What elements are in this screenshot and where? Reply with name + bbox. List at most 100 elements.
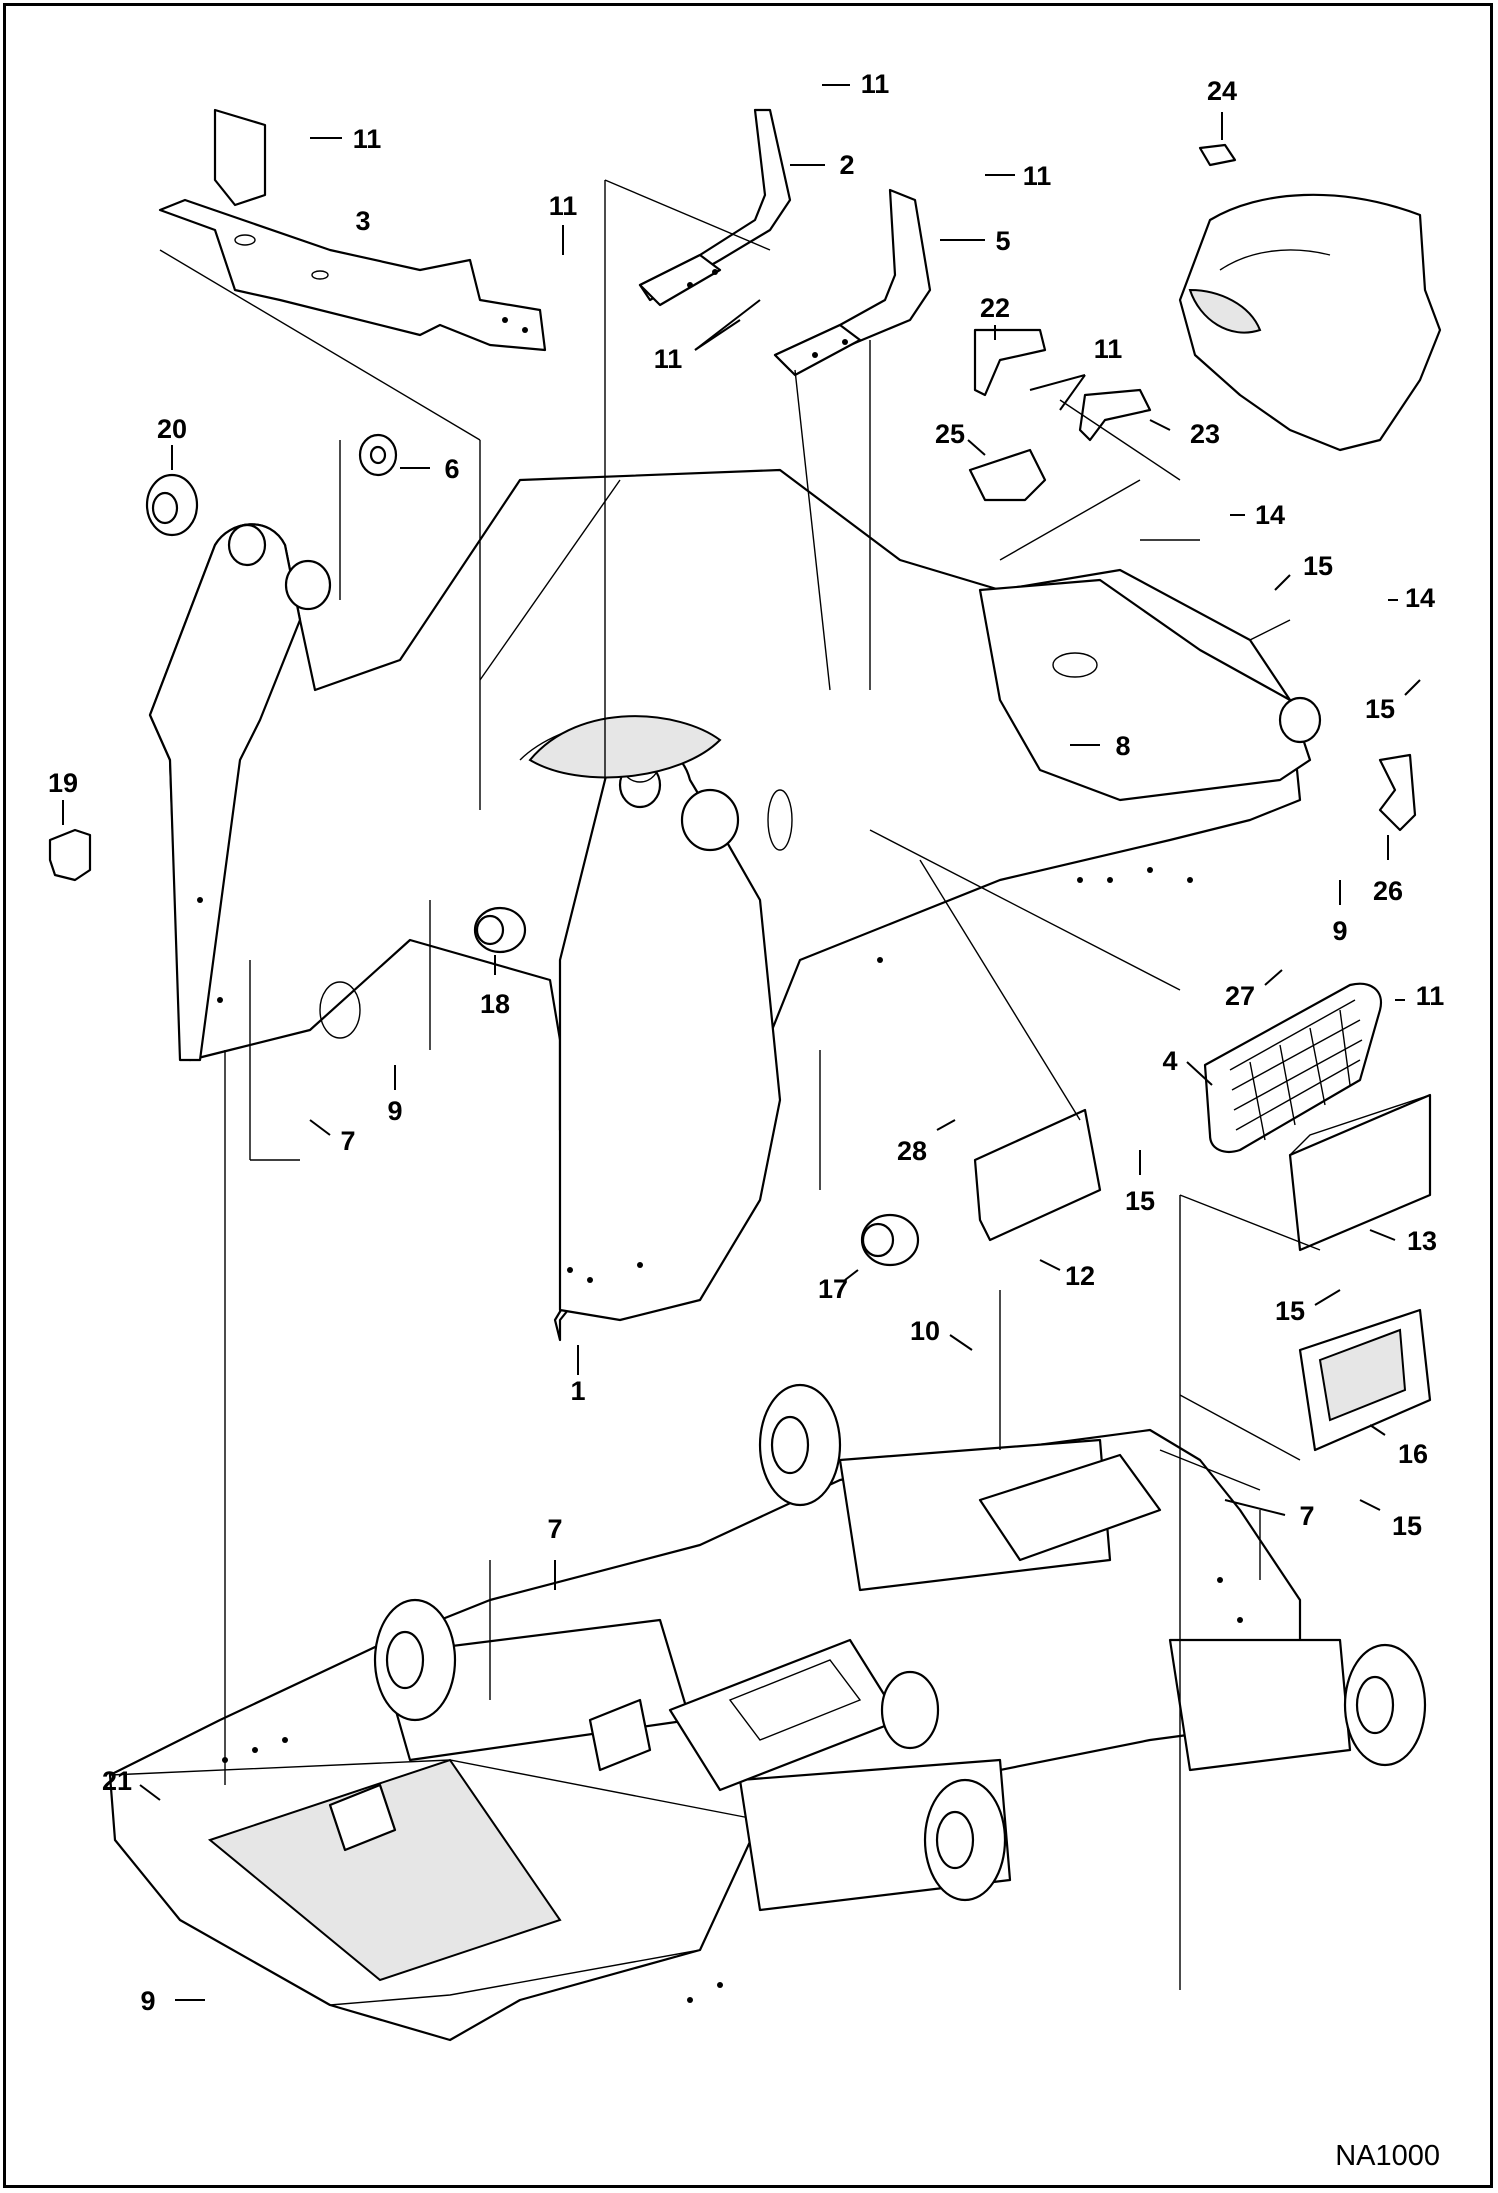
part-21-chassis xyxy=(108,1383,1427,2042)
callout-6: 6 xyxy=(400,454,460,484)
svg-text:20: 20 xyxy=(157,414,187,444)
svg-text:5: 5 xyxy=(995,226,1010,256)
svg-text:15: 15 xyxy=(1275,1296,1305,1326)
part-22-bracket xyxy=(973,328,1047,397)
svg-text:19: 19 xyxy=(48,768,78,798)
callout-14b: 14 xyxy=(1388,583,1435,613)
part-12-cover xyxy=(973,1108,1102,1242)
part-19-latch xyxy=(48,828,92,882)
part-20-bushing xyxy=(145,473,199,537)
callout-15a: 15 xyxy=(1274,551,1333,591)
svg-text:10: 10 xyxy=(910,1316,940,1346)
callout-15e: 15 xyxy=(1359,1499,1422,1541)
part-6-washer xyxy=(358,433,398,477)
callout-11e: 11 xyxy=(654,299,761,374)
drawing-code: NA1000 xyxy=(1335,2140,1440,2172)
callout-9c: 9 xyxy=(140,1986,205,2016)
callout-10: 10 xyxy=(910,1316,973,1351)
callout-16: 16 xyxy=(1369,1424,1428,1469)
callout-26: 26 xyxy=(1373,835,1403,906)
callout-11g: 11 xyxy=(1395,981,1444,1011)
svg-text:14: 14 xyxy=(1405,583,1435,613)
callout-27: 27 xyxy=(1225,969,1283,1011)
callout-15b: 15 xyxy=(1365,679,1421,724)
svg-text:17: 17 xyxy=(818,1274,848,1304)
svg-text:11: 11 xyxy=(1023,161,1052,191)
svg-text:23: 23 xyxy=(1190,419,1220,449)
svg-text:11: 11 xyxy=(353,124,382,154)
callout-7c: 7 xyxy=(1224,1499,1315,1531)
callout-4: 4 xyxy=(1162,1046,1213,1086)
svg-text:26: 26 xyxy=(1373,876,1403,906)
svg-text:11: 11 xyxy=(654,344,683,374)
callout-25: 25 xyxy=(935,419,986,456)
svg-text:8: 8 xyxy=(1115,731,1130,761)
callout-15d: 15 xyxy=(1275,1289,1341,1326)
callout-1: 1 xyxy=(570,1345,586,1406)
callout-28: 28 xyxy=(897,1119,956,1166)
svg-text:27: 27 xyxy=(1225,981,1255,1011)
callout-12: 12 xyxy=(1039,1259,1095,1291)
part-2-bracket xyxy=(638,108,792,307)
svg-text:9: 9 xyxy=(140,1986,155,2016)
svg-text:11: 11 xyxy=(549,191,578,221)
callout-19: 19 xyxy=(48,768,78,825)
part-23-bracket xyxy=(1078,388,1152,442)
svg-text:15: 15 xyxy=(1392,1511,1422,1541)
svg-text:7: 7 xyxy=(340,1126,355,1156)
svg-text:14: 14 xyxy=(1255,500,1285,530)
callout-9a: 9 xyxy=(387,1065,403,1126)
svg-text:3: 3 xyxy=(355,206,370,236)
svg-text:4: 4 xyxy=(1162,1046,1177,1076)
callout-11c: 11 xyxy=(549,191,578,255)
svg-text:2: 2 xyxy=(839,150,854,180)
svg-text:6: 6 xyxy=(444,454,459,484)
callout-11b: 11 xyxy=(310,124,381,154)
svg-text:1: 1 xyxy=(570,1376,585,1406)
callout-17: 17 xyxy=(818,1269,859,1304)
callout-21: 21 xyxy=(102,1766,161,1801)
svg-text:7: 7 xyxy=(1299,1501,1314,1531)
part-3-bracket xyxy=(158,108,547,352)
cab-support-casting xyxy=(1178,193,1442,452)
callout-11a: 11 xyxy=(822,69,889,99)
callout-7b: 7 xyxy=(547,1514,563,1590)
svg-text:12: 12 xyxy=(1065,1261,1095,1291)
callout-3: 3 xyxy=(355,206,370,236)
callout-8: 8 xyxy=(1070,731,1131,761)
svg-text:11: 11 xyxy=(1094,334,1123,364)
svg-text:18: 18 xyxy=(480,989,510,1019)
callout-7a: 7 xyxy=(309,1119,356,1156)
part-26-bracket xyxy=(1378,753,1417,832)
part-16-cover xyxy=(1298,1308,1432,1452)
alignment-lines xyxy=(159,179,1321,1990)
callout-13: 13 xyxy=(1369,1226,1437,1256)
callout-18: 18 xyxy=(480,955,510,1019)
part-5-bracket xyxy=(773,188,932,377)
callout-14a: 14 xyxy=(1230,500,1285,530)
svg-text:15: 15 xyxy=(1303,551,1333,581)
svg-text:11: 11 xyxy=(861,69,890,99)
callout-11f: 11 xyxy=(1029,334,1123,411)
svg-text:16: 16 xyxy=(1398,1439,1428,1469)
svg-text:9: 9 xyxy=(1332,916,1347,946)
callout-23: 23 xyxy=(1149,419,1220,449)
part-24-clip xyxy=(1198,143,1237,167)
callout-24: 24 xyxy=(1207,76,1237,140)
svg-text:9: 9 xyxy=(387,1096,402,1126)
svg-text:15: 15 xyxy=(1365,694,1395,724)
callout-20: 20 xyxy=(157,414,187,470)
svg-text:28: 28 xyxy=(897,1136,927,1166)
callout-9b: 9 xyxy=(1332,880,1348,946)
svg-text:21: 21 xyxy=(102,1766,132,1796)
part-18-mount xyxy=(473,906,527,954)
svg-text:25: 25 xyxy=(935,419,965,449)
svg-text:22: 22 xyxy=(980,293,1010,323)
svg-text:24: 24 xyxy=(1207,76,1237,106)
svg-text:15: 15 xyxy=(1125,1186,1155,1216)
callout-22: 22 xyxy=(980,293,1010,340)
callout-5: 5 xyxy=(940,226,1011,256)
svg-text:7: 7 xyxy=(547,1514,562,1544)
svg-text:13: 13 xyxy=(1407,1226,1437,1256)
